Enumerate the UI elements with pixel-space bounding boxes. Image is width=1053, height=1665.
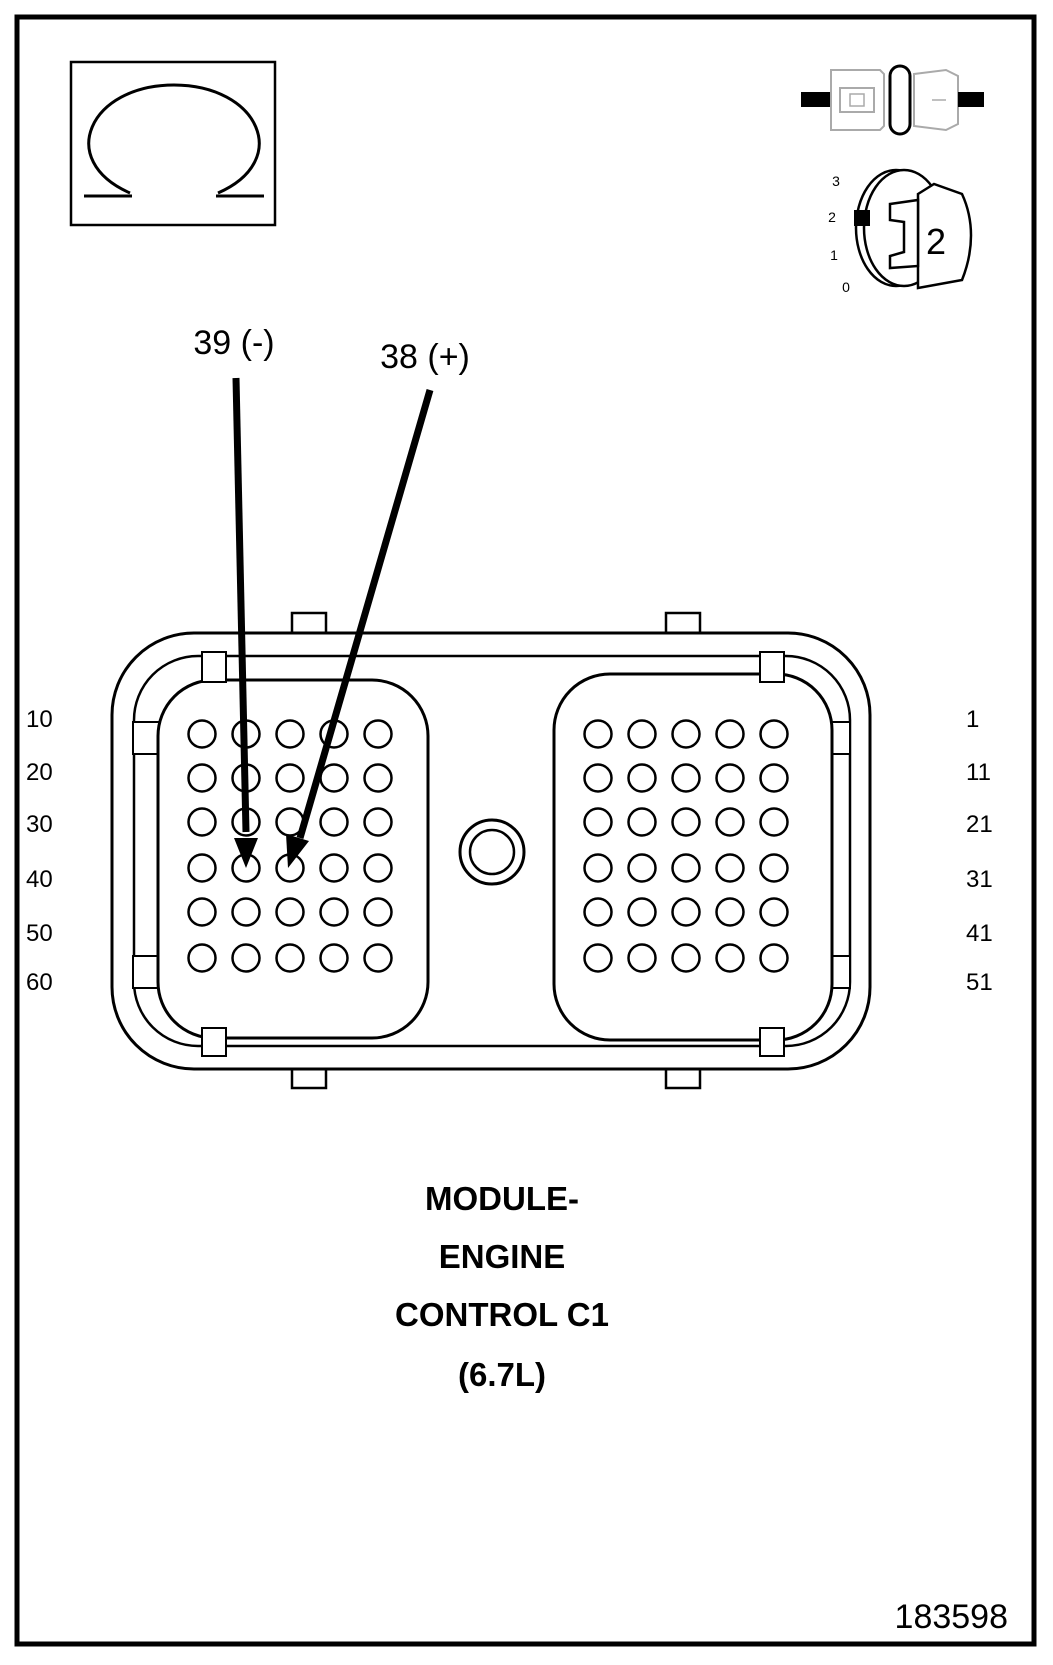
connector-pin (583, 853, 613, 883)
right-row-labels: 1 11 21 31 41 51 (966, 706, 993, 996)
connector-caption: MODULE- ENGINE CONTROL C1 (6.7L) (395, 1180, 609, 1393)
connector-pin (759, 853, 789, 883)
connector-pin (319, 853, 349, 883)
connector-pin (715, 763, 745, 793)
probe-positive-label: 38 (+) (380, 338, 470, 376)
connector-pin (583, 943, 613, 973)
connector-pin (627, 719, 657, 749)
connector-pin (759, 763, 789, 793)
connector-pin (671, 897, 701, 927)
ignition-key-label: 2 (926, 221, 946, 262)
connector-disconnected-icon (801, 64, 984, 136)
row-label: 10 (26, 706, 53, 733)
connector-pin (187, 943, 217, 973)
connector-pin (583, 807, 613, 837)
connector-pin (715, 943, 745, 973)
connector-pin (187, 719, 217, 749)
caption-line-2: ENGINE (439, 1238, 566, 1275)
row-label: 60 (26, 969, 53, 996)
row-label: 20 (26, 759, 53, 786)
connector-pin (363, 807, 393, 837)
ohm-icon: Ω (69, 60, 277, 227)
probe-positive-arrow (286, 389, 434, 868)
ignition-position-3: 3 (832, 173, 840, 189)
connector-pin (627, 943, 657, 973)
connector-pin (319, 897, 349, 927)
row-label: 30 (26, 811, 53, 838)
connector-pin (627, 763, 657, 793)
connector-pin (715, 719, 745, 749)
figure-id: 183598 (895, 1598, 1008, 1636)
row-label: 41 (966, 920, 993, 947)
row-label: 21 (966, 811, 993, 838)
connector-pin (671, 763, 701, 793)
connector-pin (759, 719, 789, 749)
connector-pin (319, 763, 349, 793)
connector-pin (187, 807, 217, 837)
connector-pin (759, 897, 789, 927)
connector-pin (363, 763, 393, 793)
connector-pin (275, 897, 305, 927)
connector-pin-grid (187, 719, 789, 973)
connector-pin (275, 763, 305, 793)
ignition-position-1: 1 (830, 247, 838, 263)
connector-pin (187, 897, 217, 927)
connector-pin (671, 807, 701, 837)
caption-line-1: MODULE- (425, 1180, 579, 1217)
connector-pin (363, 897, 393, 927)
connector-pin (715, 897, 745, 927)
ignition-key-icon: 3 2 1 0 2 (828, 168, 973, 295)
connector-pin (715, 807, 745, 837)
connector-pin (627, 853, 657, 883)
connector-pin (231, 943, 261, 973)
connector-pin (583, 763, 613, 793)
connector-pin (759, 943, 789, 973)
connector-pin (583, 719, 613, 749)
connector-pin (363, 943, 393, 973)
connector-pin (671, 943, 701, 973)
connector-pin (363, 853, 393, 883)
caption-line-3: CONTROL C1 (395, 1296, 609, 1333)
connector-pin (715, 853, 745, 883)
connector-pin (319, 807, 349, 837)
connector-pin (759, 807, 789, 837)
row-label: 50 (26, 920, 53, 947)
connector-pin (275, 719, 305, 749)
caption-line-4: (6.7L) (458, 1356, 546, 1393)
connector-pin (627, 807, 657, 837)
connector-pin (231, 897, 261, 927)
row-label: 40 (26, 866, 53, 893)
probe-negative-label: 39 (-) (193, 324, 274, 362)
connector-pin (671, 719, 701, 749)
connector-pin (319, 943, 349, 973)
connector-pin (187, 763, 217, 793)
connector-pin (583, 897, 613, 927)
row-label: 1 (966, 706, 979, 733)
row-label: 51 (966, 969, 993, 996)
ignition-position-0: 0 (842, 279, 850, 295)
row-label: 11 (966, 759, 991, 786)
probe-negative-arrow (232, 377, 258, 868)
connector-pin (627, 897, 657, 927)
row-label: 31 (966, 866, 993, 893)
connector-pin (363, 719, 393, 749)
connector-pin (187, 853, 217, 883)
connector-housing (110, 611, 872, 1090)
connector-pin (671, 853, 701, 883)
connector-pin (275, 943, 305, 973)
ignition-position-2: 2 (828, 209, 836, 225)
left-row-labels: 10 20 30 40 50 60 (26, 706, 53, 996)
